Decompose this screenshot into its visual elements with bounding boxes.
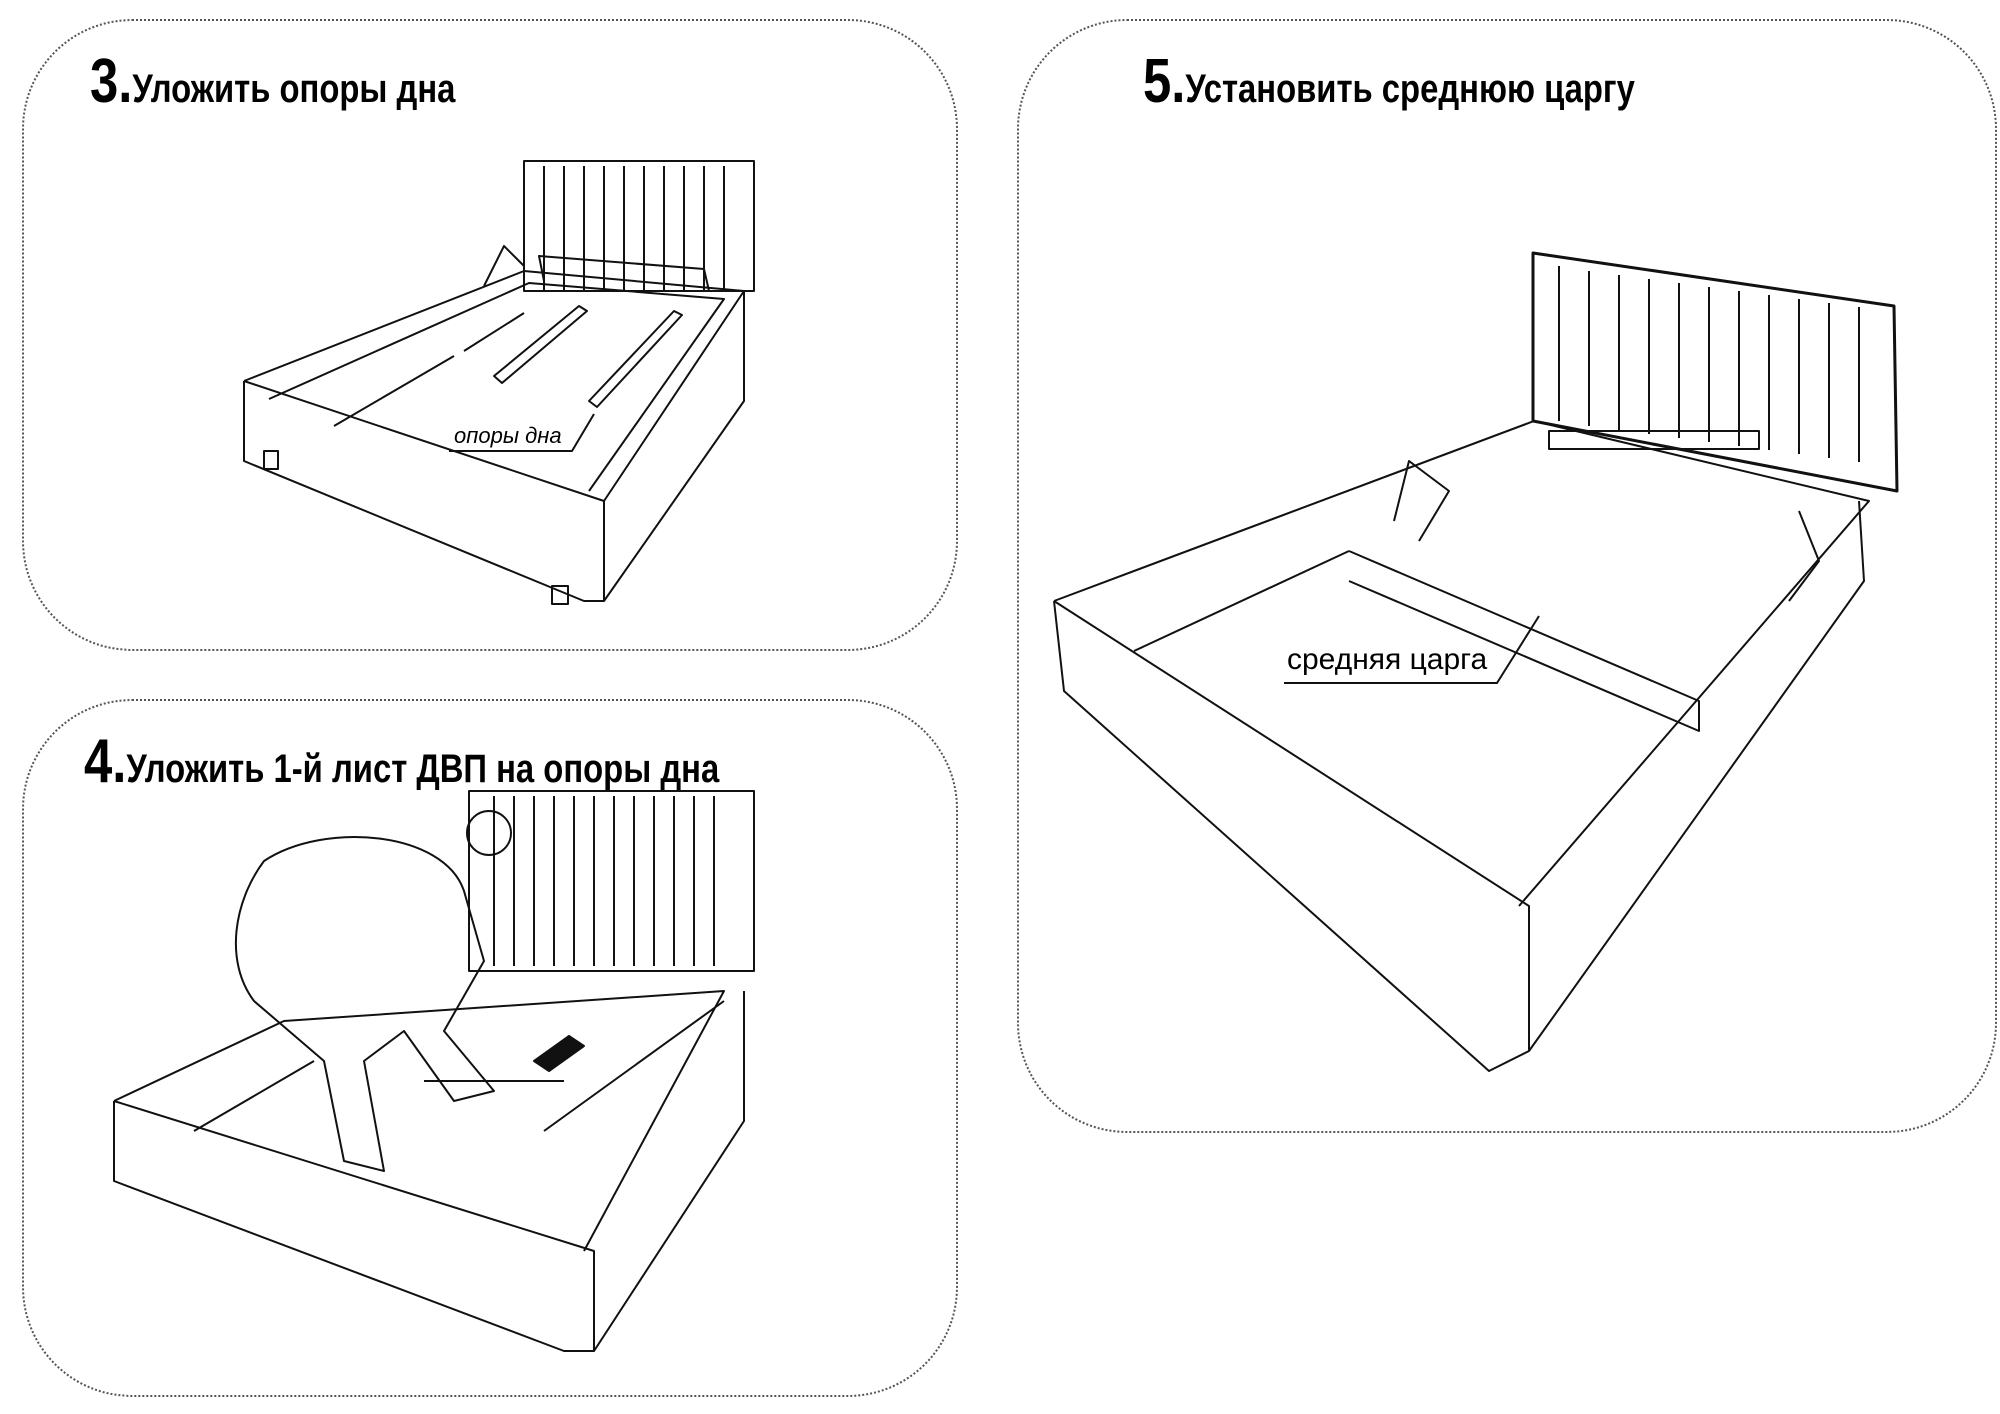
headboard-stripes [543,166,725,291]
step-text: Уложить опоры дна [132,67,456,111]
callout-label: средняя царга [1287,643,1488,676]
step-5-panel: 5.Установить среднюю царгу средняя царга [1017,19,1997,1133]
step-5-title: 5.Установить среднюю царгу [1143,51,1635,113]
step-number: 5. [1143,47,1186,116]
step-4-title: 4.Уложить 1-й лист ДВП на опоры дна [84,731,719,793]
step-4-panel: 4.Уложить 1-й лист ДВП на опоры дна [22,699,958,1397]
callout-label: опоры дна [454,423,562,448]
callout-arrow [449,413,595,452]
step-number: 3. [90,47,133,116]
step-3-title: 3.Уложить опоры дна [90,51,455,113]
callout-arrow [1284,615,1540,684]
step-text: Установить среднюю царгу [1185,67,1635,111]
person-laying-fiberboard-illustration [113,790,755,1352]
step-3-panel: 3.Уложить опоры дна опоры дна [22,19,958,651]
step-text: Уложить 1-й лист ДВП на опоры дна [126,747,720,791]
bed-frame-with-supports-illustration [243,160,755,605]
bed-frame-with-middle-rail-illustration [1053,251,1899,1072]
step-number: 4. [84,727,127,796]
